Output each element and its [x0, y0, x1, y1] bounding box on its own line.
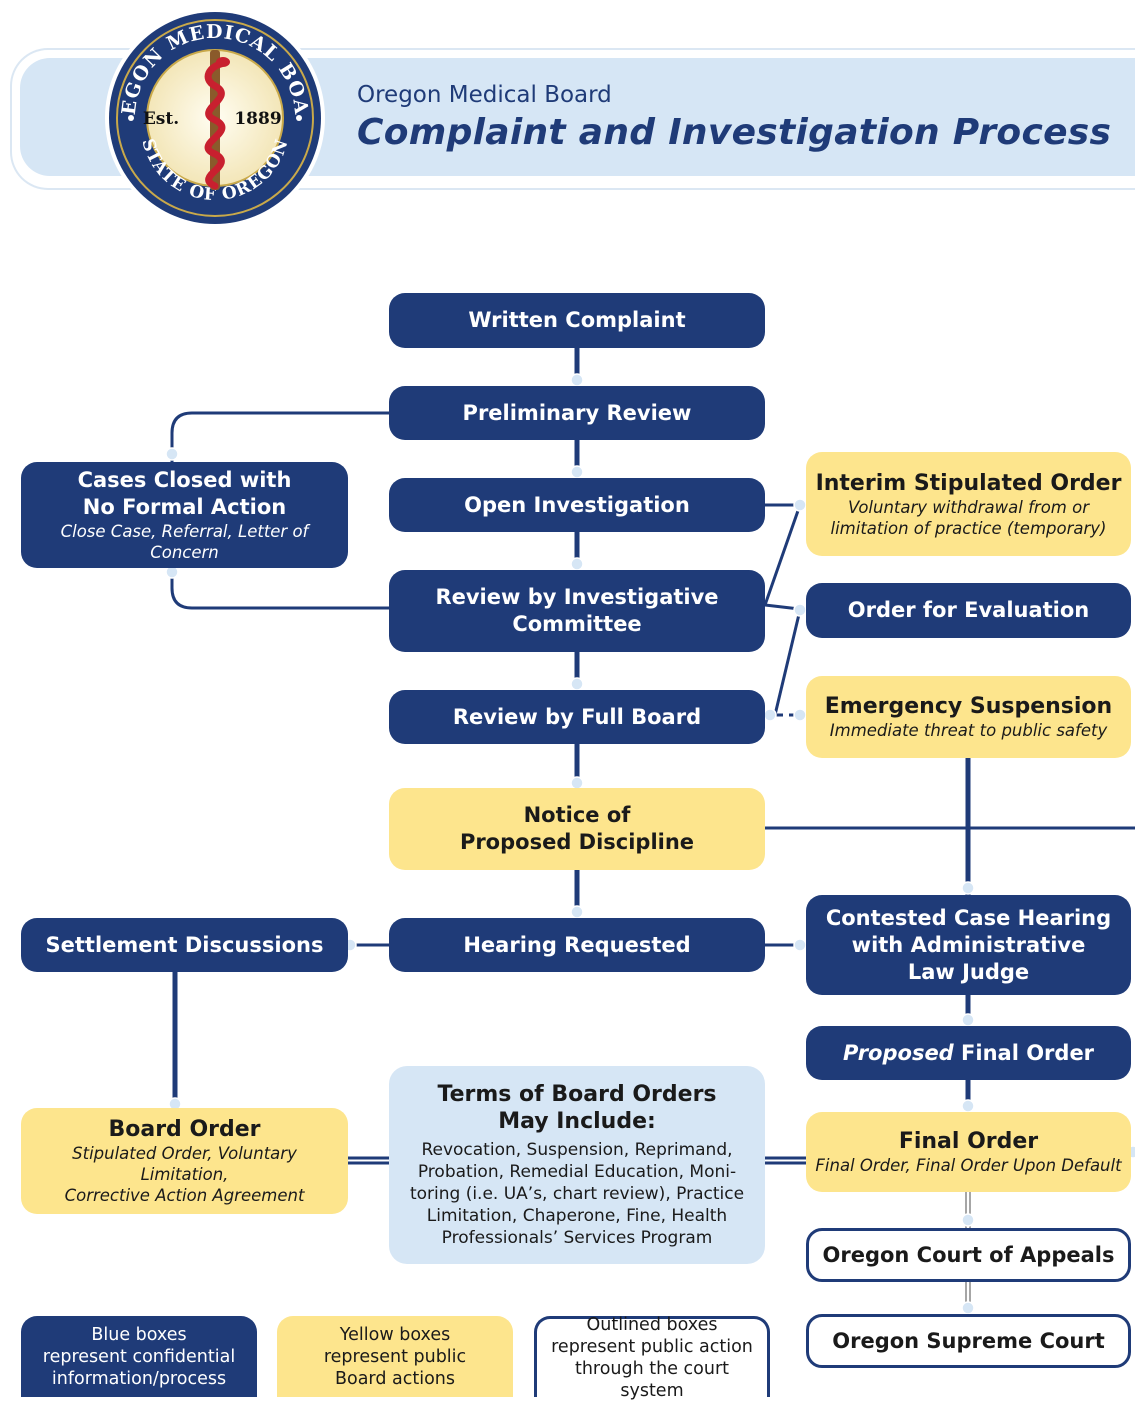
connector-dot — [961, 881, 975, 895]
review-full-board-box: Review by Full Board — [389, 690, 765, 744]
review-full-board-title: Review by Full Board — [452, 704, 702, 729]
connector-dot — [763, 708, 777, 722]
legend-blue-line1: Blue boxes — [91, 1324, 187, 1345]
seal-year: 1889 — [234, 109, 281, 129]
seal-est-label: Est. — [143, 109, 179, 129]
connector-dot — [961, 1099, 975, 1113]
board-order-subtitle-line1: Stipulated Order, Voluntary Limitation, — [72, 1144, 297, 1184]
connector-dot — [570, 373, 584, 387]
cases-closed-box: Cases Closed with No Formal Action Close… — [21, 462, 348, 568]
written-complaint-title: Written Complaint — [468, 308, 686, 332]
terms-title-line2: May Include: — [498, 1109, 656, 1134]
interim-order-subtitle-line2: limitation of practice (temporary) — [830, 518, 1107, 538]
legend-outlined-line1: Outlined boxes — [586, 1315, 718, 1335]
contested-case-hearing-box: Contested Case Hearing with Administrati… — [806, 895, 1131, 995]
proposed-final-order-box: Proposed Final Order — [806, 1026, 1131, 1080]
oregon-supreme-court-box: Oregon Supreme Court — [806, 1314, 1131, 1368]
terms-body-line: toring (i.e. UA’s, chart review), Practi… — [409, 1184, 745, 1204]
legend-yellow-box: Yellow boxes represent public Board acti… — [277, 1316, 513, 1397]
open-investigation-box: Open Investigation — [389, 478, 765, 532]
emergency-suspension-title: Emergency Suspension — [824, 694, 1113, 719]
connector-dot — [961, 1301, 975, 1315]
connector-dot — [961, 1013, 975, 1027]
contested-hearing-title-line3: Law Judge — [907, 959, 1030, 984]
legend-blue-line3: information/process — [51, 1368, 227, 1389]
connector — [773, 609, 802, 716]
connector-dot — [793, 498, 807, 512]
connector-dot — [793, 603, 807, 617]
oregon-medical-board-seal-icon: OREGON MEDICAL BOARD STATE OF OREGON Est… — [103, 6, 325, 228]
connector-dot — [793, 708, 807, 722]
written-complaint-box: Written Complaint — [389, 293, 765, 348]
review-investigative-committee-box: Review by Investigative Committee — [389, 570, 765, 652]
board-order-box: Board Order Stipulated Order, Voluntary … — [21, 1108, 348, 1214]
terms-body-line: Probation, Remedial Education, Moni- — [417, 1162, 737, 1182]
emergency-suspension-box: Emergency Suspension Immediate threat to… — [806, 676, 1131, 758]
hearing-requested-title: Hearing Requested — [463, 932, 691, 957]
emergency-suspension-subtitle: Immediate threat to public safety — [829, 721, 1108, 740]
final-order-label: Final Order — [953, 1040, 1095, 1065]
supreme-court-title: Oregon Supreme Court — [832, 1328, 1105, 1353]
connector-dot — [570, 465, 584, 479]
court-appeals-title: Oregon Court of Appeals — [822, 1242, 1115, 1267]
connector-dot — [961, 1213, 975, 1227]
terms-of-board-orders-box: Terms of Board Orders May Include: Revoc… — [389, 1066, 765, 1264]
order-for-evaluation-box: Order for Evaluation — [806, 583, 1131, 638]
connector — [763, 504, 802, 606]
interim-order-subtitle-line1: Voluntary withdrawal from or — [848, 497, 1089, 517]
connector-dot — [793, 938, 807, 952]
review-investigative-title-line2: Committee — [512, 612, 642, 636]
settlement-title: Settlement Discussions — [45, 932, 324, 957]
connector-dot — [165, 447, 179, 461]
terms-body-line: Revocation, Suspension, Reprimand, — [421, 1140, 733, 1160]
board-order-subtitle-line2: Corrective Action Agreement — [64, 1186, 305, 1205]
open-investigation-title: Open Investigation — [464, 492, 690, 517]
oregon-court-of-appeals-box: Oregon Court of Appeals — [806, 1228, 1131, 1282]
connector — [170, 411, 390, 462]
settlement-discussions-box: Settlement Discussions — [21, 918, 348, 972]
legend-outlined-box: Outlined boxes represent public action t… — [534, 1315, 770, 1401]
cases-closed-subtitle: Close Case, Referral, Letter of Concern — [60, 522, 309, 562]
legend-yellow-line1: Yellow boxes — [339, 1324, 451, 1345]
legend-outlined-line2: represent public action — [551, 1337, 753, 1357]
notice-title-line2: Proposed Discipline — [459, 830, 695, 854]
connector — [170, 568, 390, 610]
notice-proposed-discipline-box: Notice of Proposed Discipline — [389, 788, 765, 870]
hearing-requested-box: Hearing Requested — [389, 918, 765, 972]
proposed-final-order-title: Proposed Final Order — [843, 1040, 1094, 1067]
board-order-title: Board Order — [108, 1117, 261, 1142]
legend-yellow-line3: Board actions — [335, 1368, 455, 1389]
contested-hearing-title-line2: with Administrative — [851, 932, 1086, 957]
legend-yellow-line2: represent public — [323, 1346, 467, 1367]
preliminary-review-title: Preliminary Review — [462, 400, 692, 425]
terms-body-line: Professionals’ Services Program — [441, 1228, 713, 1248]
cases-closed-title-line2: No Formal Action — [82, 495, 287, 519]
cases-closed-title-line1: Cases Closed with — [77, 468, 292, 492]
terms-title-line1: Terms of Board Orders — [437, 1082, 717, 1107]
review-investigative-title-line1: Review by Investigative — [435, 585, 719, 609]
legend-blue-line2: represent confidential — [42, 1346, 236, 1367]
final-order-box: Final Order Final Order, Final Order Upo… — [806, 1112, 1131, 1192]
connector-dot — [570, 557, 584, 571]
proposed-italic-label: Proposed — [842, 1040, 954, 1065]
interim-stipulated-order-box: Interim Stipulated Order Voluntary withd… — [806, 452, 1131, 556]
organization-name: Oregon Medical Board — [357, 82, 612, 108]
legend-outlined-line3: through the court system — [574, 1359, 730, 1401]
interim-order-title: Interim Stipulated Order — [815, 470, 1122, 496]
connector-dot — [570, 677, 584, 691]
notice-title-line1: Notice of — [523, 803, 631, 827]
preliminary-review-box: Preliminary Review — [389, 386, 765, 440]
final-order-subtitle: Final Order, Final Order Upon Default — [815, 1156, 1122, 1175]
page-title: Complaint and Investigation Process — [357, 112, 1112, 153]
connector-dot — [570, 905, 584, 919]
final-order-title: Final Order — [898, 1129, 1039, 1154]
terms-body-line: Limitation, Chaperone, Fine, Health — [426, 1206, 728, 1226]
legend-blue-box: Blue boxes represent confidential inform… — [21, 1316, 257, 1397]
order-evaluation-title: Order for Evaluation — [847, 598, 1090, 622]
contested-hearing-title-line1: Contested Case Hearing — [825, 905, 1112, 930]
